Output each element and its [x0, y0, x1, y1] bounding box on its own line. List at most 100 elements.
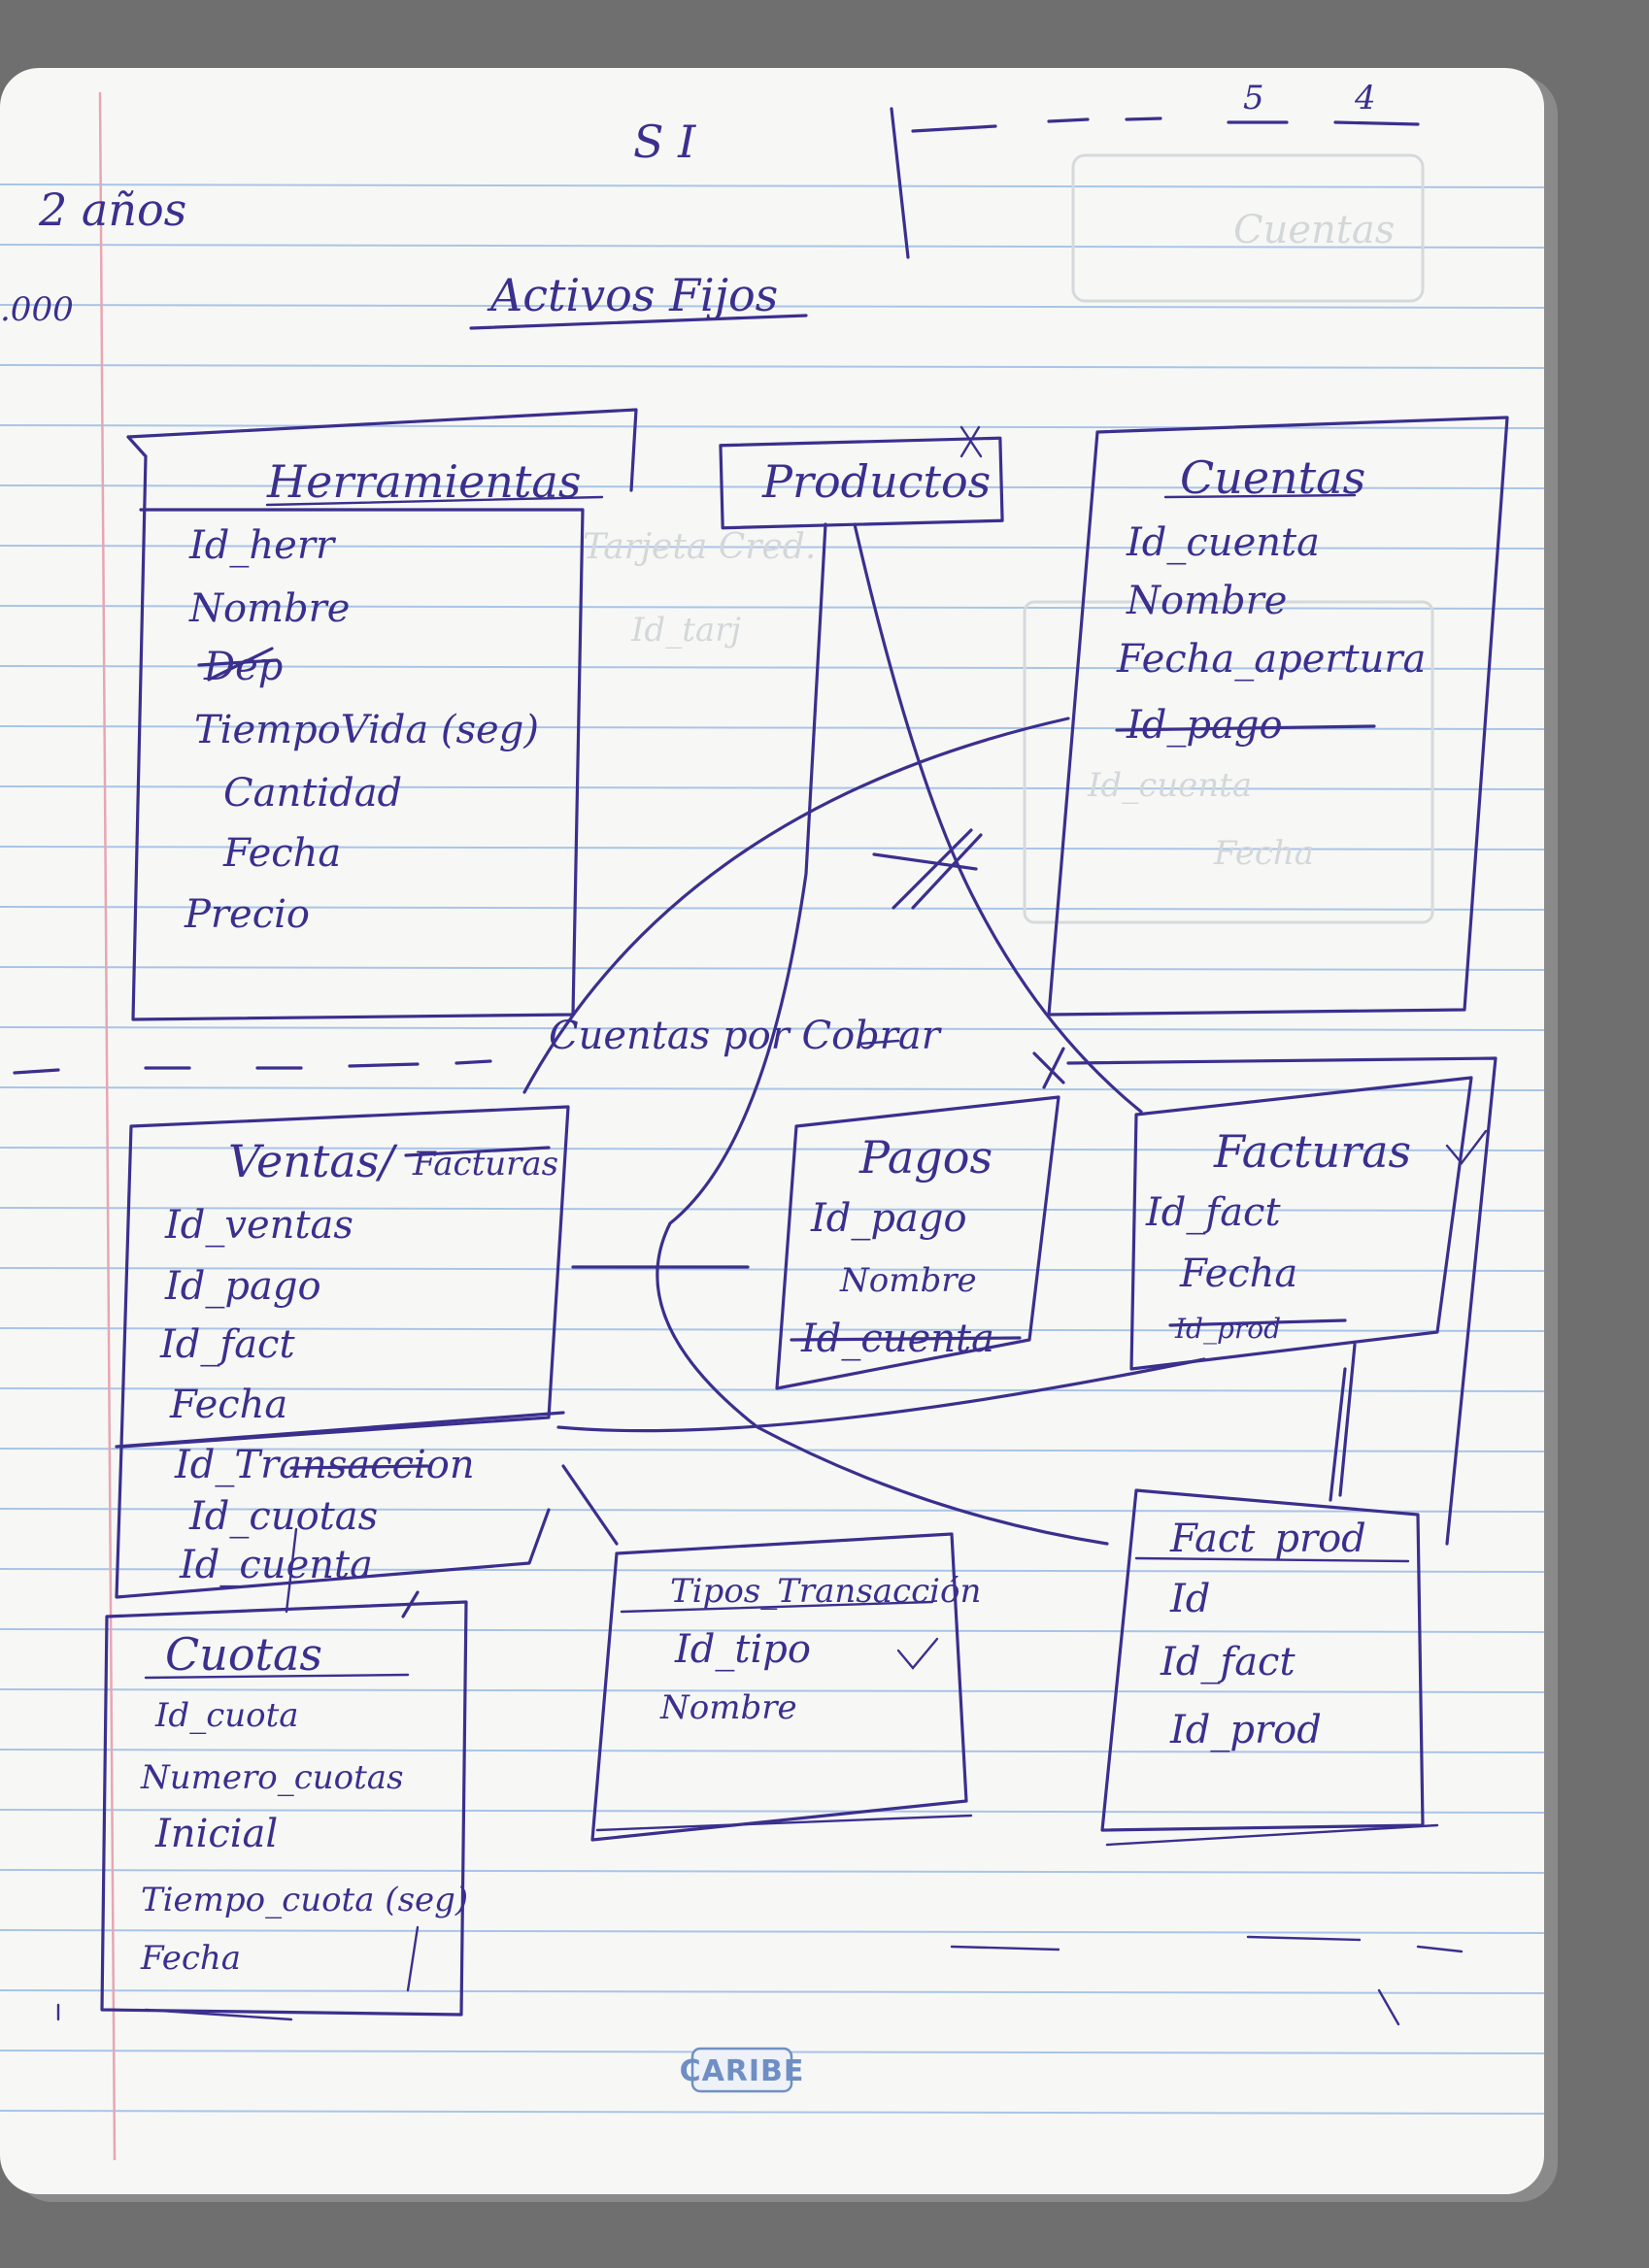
field: Id_cuenta — [179, 1543, 373, 1587]
rule-line — [0, 364, 1545, 369]
rule-line — [0, 665, 1545, 670]
rule-line — [0, 2110, 1545, 2115]
margin-line — [98, 91, 117, 2161]
field: Nombre — [1126, 579, 1287, 623]
rule-line — [0, 1147, 1545, 1151]
entity-title: Pagos — [858, 1131, 993, 1184]
entity-title: Facturas — [1213, 1125, 1411, 1178]
rule-line — [0, 846, 1545, 850]
si-heading: S I — [633, 116, 696, 168]
field: Id_fact — [159, 1322, 295, 1367]
rule-line — [0, 1568, 1545, 1573]
svg-text:Tarjeta Cred.: Tarjeta Cred. — [583, 527, 816, 567]
rule-line — [0, 906, 1545, 911]
rule-line — [0, 1809, 1545, 1814]
brand-text: CARIBE — [680, 2054, 805, 2088]
entity-title: Herramientas — [266, 455, 581, 508]
rule-line — [0, 1267, 1545, 1272]
field-struck: Id_pago — [1126, 703, 1283, 748]
field: Nombre — [839, 1261, 977, 1300]
field-struck: Id_prod — [1174, 1313, 1281, 1345]
rule-line — [0, 1327, 1545, 1332]
entity-facturas: Facturas Id_fact Fecha Id_prod — [1129, 1076, 1488, 1371]
field: Fecha — [1179, 1251, 1297, 1296]
svg-text:Fecha: Fecha — [1213, 834, 1314, 873]
rule-line — [0, 1508, 1545, 1513]
field-struck: Dep — [203, 645, 283, 689]
relationship-lines — [401, 522, 1498, 1618]
entity-title: Ventas/ — [228, 1135, 398, 1187]
entity-fact-prod: Fact_prod Id Id_fact Id_prod — [1100, 1488, 1439, 1847]
field: Id_tipo — [674, 1627, 811, 1672]
field: Fecha_apertura — [1116, 637, 1426, 682]
page-title: Activos Fijos — [487, 269, 778, 321]
field: Id_cuotas — [188, 1494, 378, 1539]
rule-line — [0, 244, 1545, 249]
field: Id — [1169, 1577, 1210, 1621]
notebook-page — [0, 68, 1544, 2194]
field: Id_cuenta — [1126, 520, 1320, 565]
field: Id_fact — [1160, 1640, 1296, 1684]
entity-tipos-transaccion: Tipos_Transacción Id_tipo Nombre — [590, 1532, 981, 1842]
page-number-a: 5 — [1243, 79, 1264, 117]
rule-line — [0, 1869, 1545, 1874]
svg-text:Id_cuenta: Id_cuenta — [1087, 766, 1252, 805]
field: Id_pago — [164, 1264, 321, 1309]
bleed-through: Cuentas Tarjeta Cred. Id_tarj Id_cuenta … — [583, 153, 1434, 924]
svg-text:Cuentas: Cuentas — [1233, 208, 1395, 252]
side-note-amount: .000 — [0, 290, 74, 329]
rule-line — [0, 1387, 1545, 1392]
svg-text:Id_tarj: Id_tarj — [630, 611, 741, 650]
entity-pagos: Pagos Id_pago Nombre Id_cuenta — [775, 1095, 1060, 1390]
field: Precio — [184, 892, 310, 937]
field: Tiempo_cuota (seg) — [141, 1881, 468, 1919]
entity-cuentas: Cuentas Id_cuenta Nombre Fecha_apertura … — [1047, 416, 1509, 1017]
rule-line — [0, 424, 1545, 429]
section-label: Cuentas por Cobrar — [549, 1014, 943, 1058]
rule-line — [0, 1448, 1545, 1452]
ruled-lines — [0, 183, 1545, 2115]
field: Id_fact — [1145, 1190, 1281, 1235]
entity-cuotas: Cuotas Id_cuota Numero_cuotas Inicial Ti… — [100, 1600, 468, 2017]
rule-line — [0, 785, 1545, 790]
field: Fecha — [169, 1383, 287, 1427]
rule-line — [0, 183, 1545, 188]
rule-line — [0, 1749, 1545, 1753]
rule-line — [0, 1688, 1545, 1693]
rule-line — [0, 545, 1545, 550]
field: TiempoVida (seg) — [194, 708, 539, 752]
rule-line — [0, 1207, 1545, 1212]
entity-productos: Productos — [719, 425, 1004, 530]
field: Nombre — [188, 586, 350, 631]
field: Nombre — [659, 1688, 797, 1727]
field: Cantidad — [223, 771, 402, 816]
field: Id_ventas — [164, 1203, 353, 1248]
field: Numero_cuotas — [140, 1758, 404, 1797]
entity-ventas: Ventas/ Facturas Id_ventas Id_pago Id_fa… — [115, 1105, 570, 1614]
entity-title: Productos — [761, 455, 991, 508]
rule-line — [0, 1026, 1545, 1031]
rule-line — [0, 484, 1545, 489]
rule-line — [0, 1989, 1545, 1994]
page-number-b: 4 — [1354, 79, 1376, 117]
rule-line — [0, 605, 1545, 610]
field: Id_herr — [188, 523, 337, 568]
rule-line — [0, 1086, 1545, 1091]
field: Id_pago — [810, 1196, 967, 1241]
field: Fecha — [222, 831, 341, 876]
field: Inicial — [154, 1812, 278, 1856]
rule-line — [0, 1929, 1545, 1934]
entity-title: Cuotas — [165, 1628, 322, 1681]
rule-line — [0, 304, 1545, 309]
entity-title: Fact_prod — [1169, 1517, 1366, 1561]
side-note-years: 2 años — [38, 183, 186, 236]
field: Fecha — [140, 1939, 241, 1978]
field: Id_cuota — [154, 1696, 299, 1735]
rule-line — [0, 1628, 1545, 1633]
field: Id_prod — [1169, 1708, 1322, 1752]
section-divider: Cuentas por Cobrar — [13, 1014, 943, 1075]
entity-herramientas: Herramientas Id_herr Nombre Dep TiempoVi… — [126, 408, 638, 1021]
brand-logo: CARIBE — [680, 2047, 805, 2093]
rule-line — [0, 966, 1545, 971]
